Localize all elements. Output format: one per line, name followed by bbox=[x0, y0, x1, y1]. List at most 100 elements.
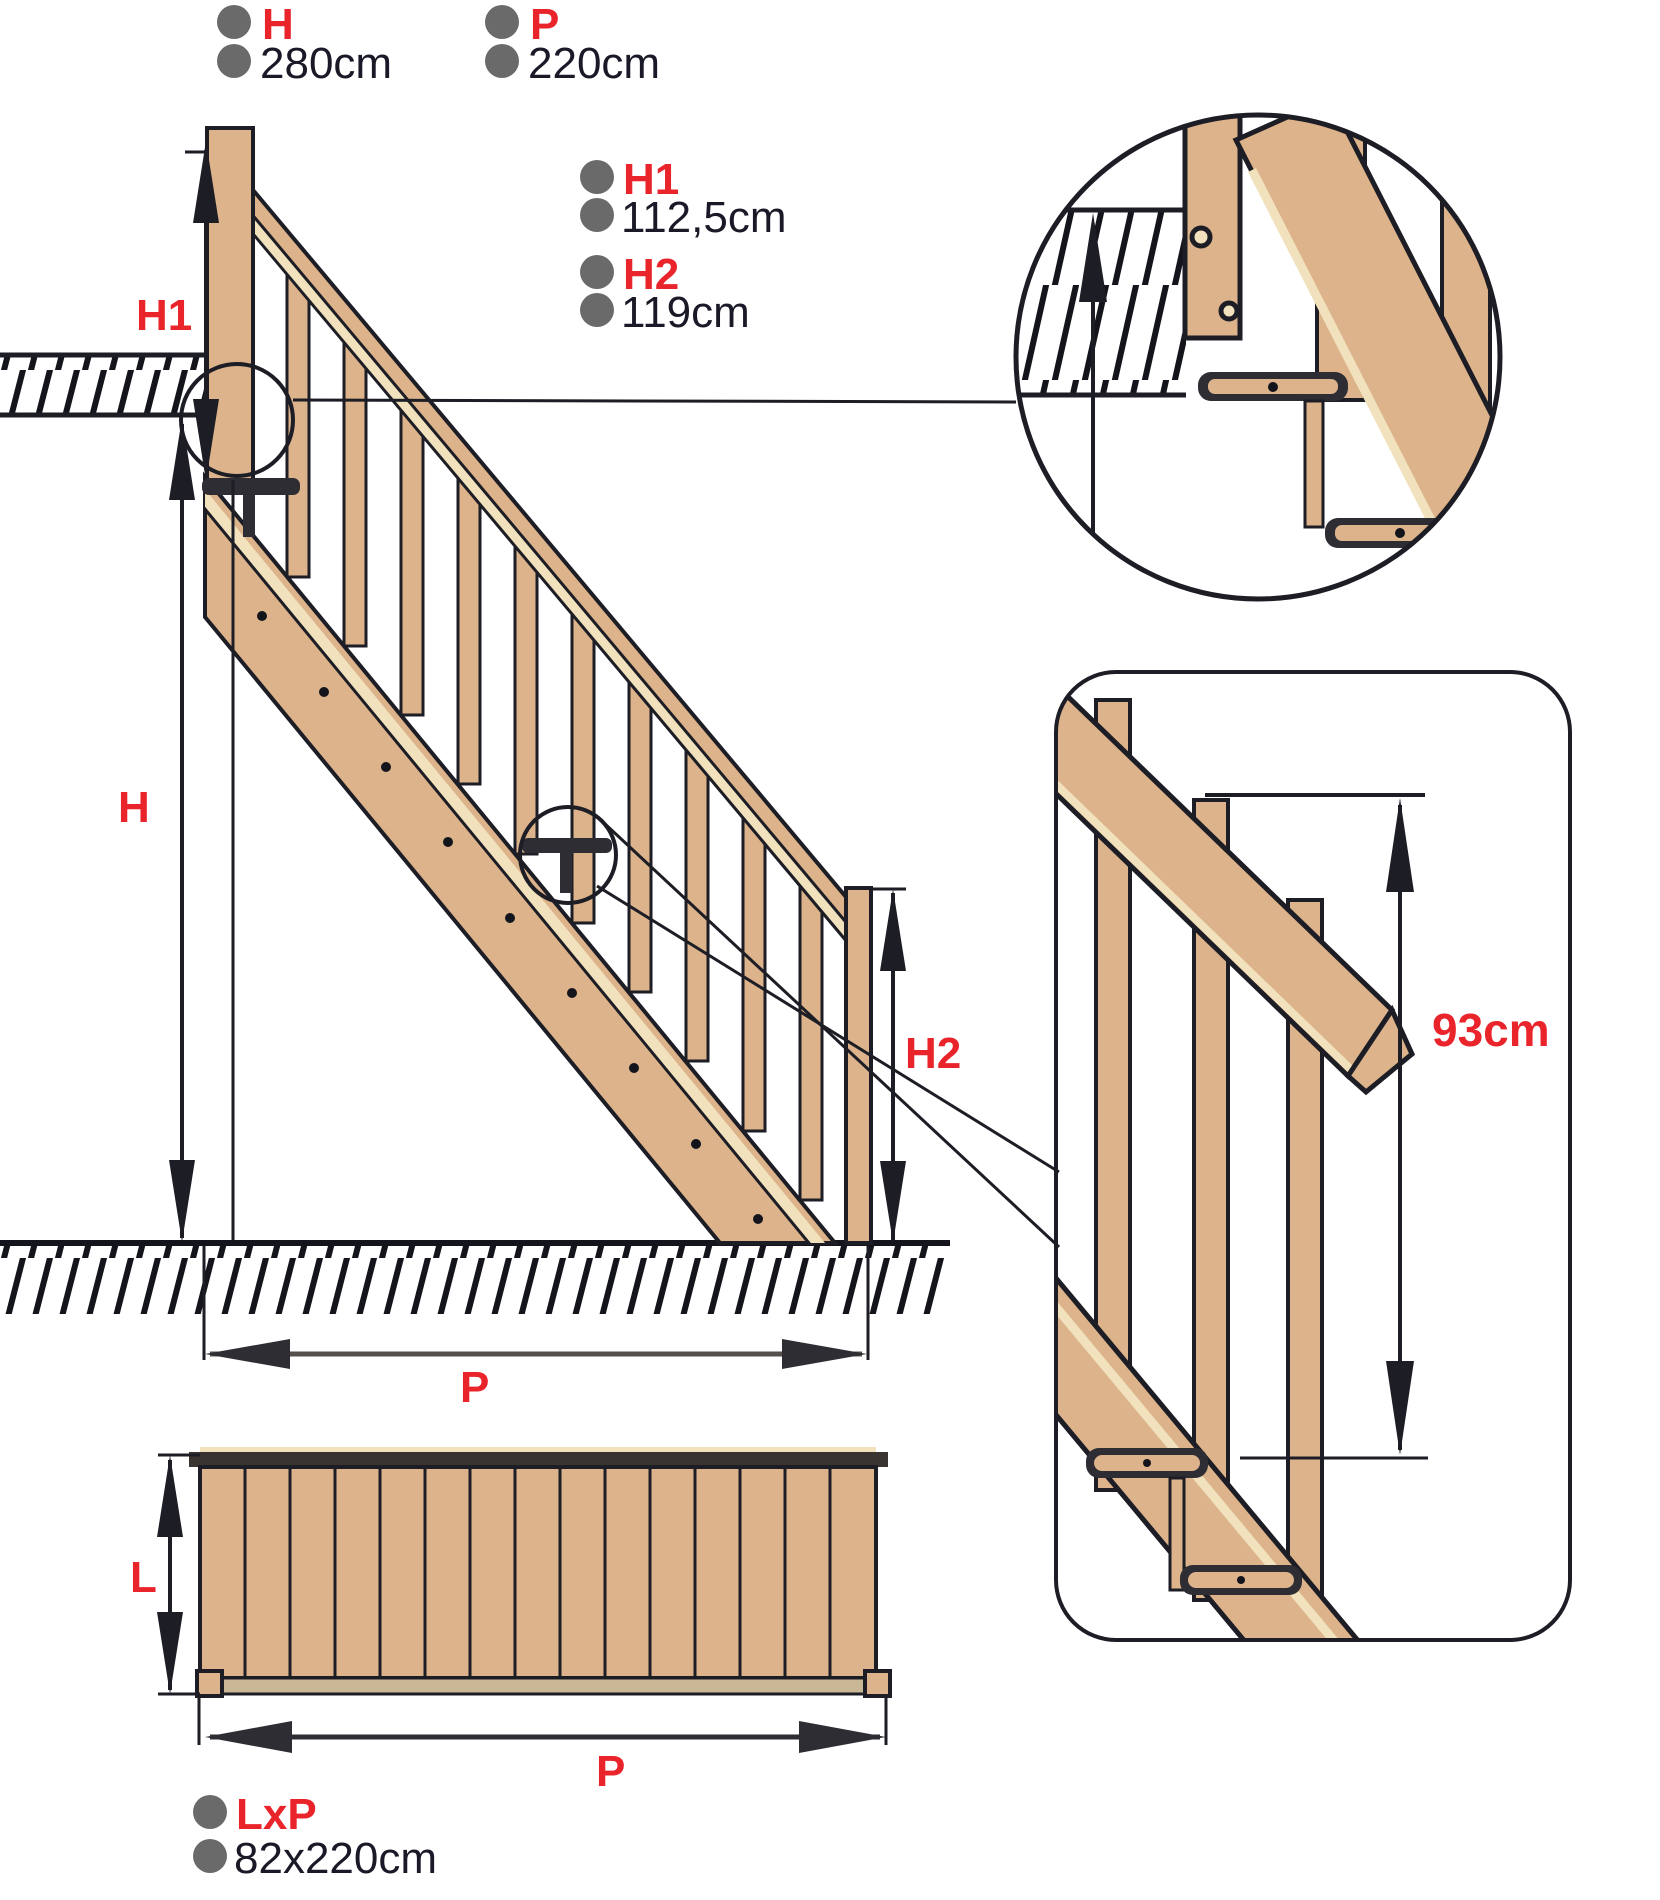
plan-view: L P bbox=[130, 1447, 892, 1796]
screw-icon bbox=[1218, 300, 1240, 322]
arrow-left-icon bbox=[205, 1339, 290, 1369]
arrow-up-icon bbox=[1386, 798, 1414, 892]
legend-mid-h2: H2 119cm bbox=[580, 250, 750, 337]
bullet-icon bbox=[580, 198, 614, 232]
leader-lines bbox=[292, 398, 1061, 1249]
plan-top-strip bbox=[200, 1447, 876, 1455]
dim-h1-label: H1 bbox=[136, 291, 192, 340]
handrail bbox=[251, 184, 848, 946]
arrow-up-icon bbox=[193, 141, 219, 223]
elevation-view: H1 H H2 P bbox=[0, 126, 1061, 1412]
detail-view-top-connection bbox=[1013, 112, 1503, 602]
dim-h1: H1 bbox=[136, 141, 219, 481]
bullet-icon bbox=[217, 5, 251, 39]
stringer-strip-line bbox=[205, 502, 835, 1243]
arrow-right-icon bbox=[799, 1721, 886, 1753]
legend-bottom-lxp: LxP 82x220cm bbox=[193, 1790, 437, 1883]
plan-top-rail bbox=[189, 1452, 888, 1467]
baluster bbox=[456, 475, 482, 786]
tread-edge bbox=[1180, 1565, 1302, 1595]
balusters bbox=[285, 272, 824, 1202]
tread-support bbox=[1168, 1476, 1186, 1592]
legend-lxp-label: LxP bbox=[236, 1790, 317, 1839]
arrow-right-icon bbox=[782, 1339, 867, 1369]
plan-tread-dividers bbox=[243, 1467, 832, 1678]
bottom-newel-post bbox=[844, 886, 873, 1245]
dim-l-label: L bbox=[130, 1553, 157, 1602]
dim-h2-label: H2 bbox=[905, 1029, 961, 1078]
dim-h2: H2 bbox=[871, 887, 961, 1243]
tread-edge bbox=[1086, 1448, 1208, 1592]
dim-rail-height bbox=[1205, 793, 1428, 1460]
dim-h: H bbox=[118, 418, 235, 1242]
handrail-end-cap bbox=[1344, 1004, 1416, 1096]
baluster bbox=[741, 815, 767, 1133]
arrow-down-icon bbox=[169, 1160, 195, 1242]
mid-tread-profile bbox=[522, 838, 612, 893]
detail-circle-outline bbox=[1013, 112, 1503, 602]
handrail-light-strip bbox=[1056, 727, 1373, 1076]
dim-p-label: P bbox=[460, 1363, 489, 1412]
legend-lxp-value: 82x220cm bbox=[234, 1834, 437, 1883]
bullet-icon bbox=[580, 255, 614, 289]
detail-circle-top bbox=[179, 362, 295, 478]
leader-rail-detail-lower bbox=[602, 821, 1061, 1249]
detail-circle-mid bbox=[518, 805, 618, 905]
dim-h-label: H bbox=[118, 783, 150, 832]
baluster bbox=[570, 611, 596, 925]
bullet-icon bbox=[485, 44, 519, 78]
legend-h-value: 280cm bbox=[260, 39, 392, 88]
leader-top-detail bbox=[292, 398, 1017, 404]
baluster bbox=[684, 747, 710, 1063]
bullet-icon bbox=[217, 44, 251, 78]
legend-top-p: P 220cm bbox=[485, 0, 660, 88]
baluster bbox=[798, 883, 824, 1202]
arrow-up-icon bbox=[880, 889, 906, 971]
arrow-down-icon bbox=[1386, 1361, 1414, 1455]
handrail-light-strip bbox=[253, 218, 846, 939]
stringer-screws bbox=[257, 611, 763, 1224]
rail-height-label: 93cm bbox=[1432, 1004, 1550, 1056]
baluster bbox=[399, 407, 425, 717]
baluster bbox=[342, 339, 368, 648]
ground-hatching bbox=[0, 1246, 945, 1314]
legend-h1-label: H1 bbox=[623, 155, 679, 204]
handrail-strip-line bbox=[253, 211, 846, 928]
arrow-down-icon bbox=[880, 1161, 906, 1243]
legend-top-h: H 280cm bbox=[217, 0, 392, 88]
top-tread-profile bbox=[202, 478, 300, 537]
plan-bottom-rail bbox=[198, 1676, 878, 1696]
tread-support bbox=[1303, 399, 1325, 529]
screw-icon bbox=[1189, 225, 1213, 249]
dim-p-plan-label: P bbox=[596, 1747, 625, 1796]
tread-edge bbox=[1325, 518, 1475, 548]
bullet-icon bbox=[580, 160, 614, 194]
dim-l-plan: L bbox=[130, 1453, 200, 1696]
legend-h2-value: 119cm bbox=[621, 288, 750, 337]
arrow-up-icon bbox=[169, 418, 195, 500]
arrow-down-icon bbox=[157, 1612, 183, 1694]
legend-h-label: H bbox=[262, 0, 294, 49]
baluster bbox=[627, 679, 653, 994]
plan-foot-right bbox=[863, 1669, 892, 1698]
legend-p-label: P bbox=[530, 0, 559, 49]
handrail-section bbox=[1056, 672, 1396, 1080]
tread-edge bbox=[1198, 372, 1348, 529]
ground bbox=[0, 1240, 950, 1314]
detail-view-rail-height: 93cm bbox=[1054, 670, 1572, 1642]
leader-rail-detail-upper bbox=[596, 884, 1060, 1174]
dim-p-plan: P bbox=[197, 1698, 888, 1796]
arrow-up-icon bbox=[1079, 213, 1107, 302]
baluster bbox=[513, 543, 539, 856]
baluster bbox=[285, 272, 311, 579]
arrow-down-icon bbox=[193, 399, 219, 481]
plan-treads bbox=[198, 1465, 878, 1680]
legend-h1-value: 112,5cm bbox=[621, 193, 787, 242]
bullet-icon bbox=[193, 1795, 227, 1829]
legend-mid-h1: H1 112,5cm bbox=[580, 155, 787, 242]
bullet-icon bbox=[193, 1839, 227, 1873]
plan-foot-left bbox=[195, 1669, 224, 1698]
arrow-up-icon bbox=[157, 1455, 183, 1537]
